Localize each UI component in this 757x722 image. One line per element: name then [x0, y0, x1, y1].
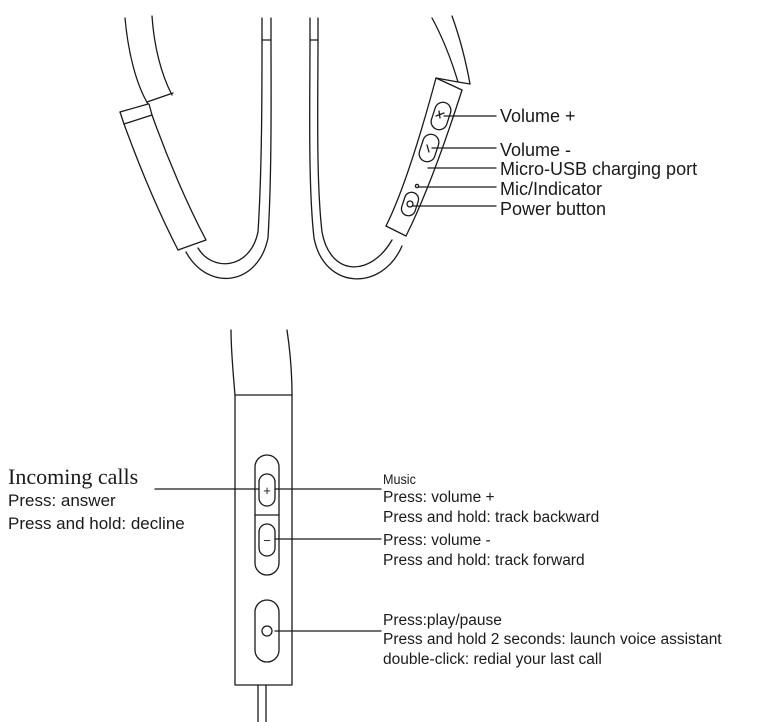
- music-track-forward: Press and hold: track forward: [383, 552, 585, 569]
- music-track-backward: Press and hold: track backward: [383, 509, 600, 526]
- music-volume-up: Press: volume +: [383, 489, 495, 506]
- bottom-leader-lines: [154, 488, 382, 632]
- power-play-pause: Press:play/pause: [383, 612, 502, 629]
- left-neckband-arm: [119, 15, 272, 280]
- remote-control: [230, 329, 293, 722]
- label-volume-minus: Volume -: [500, 140, 572, 160]
- power-redial: double-click: redial your last call: [383, 651, 602, 668]
- incoming-calls-answer: Press: answer: [8, 491, 116, 510]
- incoming-calls-decline: Press and hold: decline: [8, 514, 185, 533]
- power-voice-assistant: Press and hold 2 seconds: launch voice a…: [383, 631, 722, 648]
- minus-symbol: −: [263, 533, 271, 548]
- music-title: Music: [383, 471, 416, 487]
- label-mic-indicator: Mic/Indicator: [500, 179, 603, 199]
- right-neckband-arm: [309, 15, 471, 280]
- incoming-calls-title: Incoming calls: [8, 464, 139, 489]
- top-leader-lines: [412, 115, 497, 207]
- plus-symbol: +: [263, 483, 271, 498]
- label-volume-plus: Volume +: [500, 106, 576, 126]
- label-power-button: Power button: [500, 199, 607, 219]
- label-charging-port: Micro-USB charging port: [500, 159, 698, 179]
- music-volume-down: Press: volume -: [383, 532, 491, 549]
